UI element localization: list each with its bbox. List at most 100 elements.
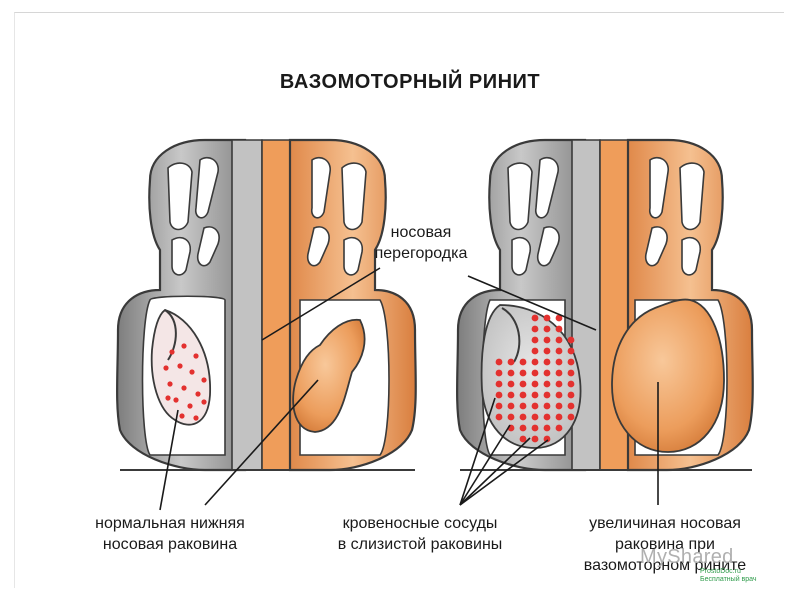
leader-vessel-2 <box>459 424 511 506</box>
vessel-dot <box>555 391 563 399</box>
vessel-dot <box>567 358 575 366</box>
vessel-dot <box>163 365 169 371</box>
vessel-dot <box>555 347 563 355</box>
leader-septum-right <box>467 275 597 331</box>
leader-normal-right <box>204 379 319 506</box>
vessel-dot <box>165 395 171 401</box>
vessel-dot <box>181 385 187 391</box>
vessel-dot <box>519 391 527 399</box>
label-septum-line-1: носовая <box>390 224 452 241</box>
vessel-dot <box>567 402 575 410</box>
label-septum-line-2: перегородка <box>374 245 468 262</box>
doc-site-line-2: Бесплатный врач <box>700 576 757 583</box>
leader-vessel-4 <box>459 439 549 506</box>
vessel-dot <box>495 380 503 388</box>
vessel-dot <box>193 415 199 421</box>
slide-frame <box>14 12 784 588</box>
vessel-dot <box>555 358 563 366</box>
label-enlarged-line-3: вазомоторном рините <box>583 557 747 574</box>
vessel-dot <box>531 413 539 421</box>
vessel-dot <box>495 402 503 410</box>
vessel-dot <box>519 435 527 443</box>
vessel-dot <box>495 391 503 399</box>
vessel-dot <box>543 347 551 355</box>
vessel-dot <box>507 369 515 377</box>
doc-site-watermark: ProstoDoc.ru Бесплатный врач <box>700 568 757 584</box>
vessel-dot <box>543 325 551 333</box>
leader-septum-left <box>261 267 381 341</box>
label-enlarged-line-2: раковина при <box>615 536 715 553</box>
normal-nasal-cavity <box>116 138 417 472</box>
vessel-dot <box>173 397 179 403</box>
vessel-dot <box>543 314 551 322</box>
vessel-dot <box>177 363 183 369</box>
vessel-dot <box>495 358 503 366</box>
vessel-dot <box>543 358 551 366</box>
vessel-dot <box>167 381 173 387</box>
vessel-dot <box>531 325 539 333</box>
vessel-dot <box>555 380 563 388</box>
vessel-dot <box>531 347 539 355</box>
vessel-dot <box>201 377 207 383</box>
vessel-dot <box>495 369 503 377</box>
vessel-dot <box>507 358 515 366</box>
vessel-dot <box>531 402 539 410</box>
vessel-dot <box>519 402 527 410</box>
vessel-dot <box>519 424 527 432</box>
label-normal-line-2: носовая раковина <box>102 536 238 553</box>
vessel-dot <box>543 424 551 432</box>
septum-orange-half <box>261 139 291 471</box>
label-blood-vessels: кровеносные сосуды в слизистой раковины <box>300 513 540 555</box>
diagram-title: ВАЗОМОТОРНЫЙ РИНИТ <box>279 71 541 93</box>
vessel-dot <box>195 391 201 397</box>
vessel-dot <box>531 435 539 443</box>
leader-vessel-3 <box>459 437 531 506</box>
vessel-dot <box>531 358 539 366</box>
myshared-watermark: MyShared <box>640 546 734 568</box>
enlarged-vessel-dots <box>495 314 575 443</box>
vessel-dot <box>507 402 515 410</box>
label-vessels-line-2: в слизистой раковины <box>337 536 503 553</box>
vessel-dot <box>543 413 551 421</box>
vessel-dot <box>543 391 551 399</box>
vessel-dot <box>531 380 539 388</box>
vessel-dot <box>555 424 563 432</box>
enlarged-turbinate-right <box>611 298 725 453</box>
vessel-dot <box>567 347 575 355</box>
normal-vessel-dots <box>163 343 207 421</box>
vessel-dot <box>179 413 185 419</box>
label-normal-line-1: нормальная нижняя <box>95 515 245 532</box>
vessel-dot <box>543 369 551 377</box>
vessel-dot <box>531 314 539 322</box>
vessel-dot <box>531 391 539 399</box>
vessel-dot <box>543 336 551 344</box>
vessel-dot <box>555 325 563 333</box>
leader-lines <box>159 267 659 511</box>
vessel-dot <box>567 413 575 421</box>
vessel-dot <box>519 380 527 388</box>
vessel-dot <box>189 369 195 375</box>
vessel-dot <box>555 413 563 421</box>
vessel-dot <box>169 349 175 355</box>
vessel-dot <box>181 343 187 349</box>
vessel-dot <box>543 435 551 443</box>
label-nasal-septum: носовая перегородка <box>356 222 486 264</box>
leader-normal-left <box>159 409 179 511</box>
label-normal-turbinate: нормальная нижняя носовая раковина <box>60 513 280 555</box>
vessel-dot <box>543 380 551 388</box>
rhinitis-nasal-cavity <box>456 138 754 472</box>
normal-turbinate-right <box>292 318 366 433</box>
vessel-dot <box>567 391 575 399</box>
vessel-dot <box>531 369 539 377</box>
vessel-dot <box>519 413 527 421</box>
vessel-dot <box>531 424 539 432</box>
vessel-dot <box>187 403 193 409</box>
vessel-dot <box>495 413 503 421</box>
vessel-dot <box>555 402 563 410</box>
vessel-dot <box>567 336 575 344</box>
doc-site-line-1: ProstoDoc.ru <box>700 568 741 575</box>
vessel-dot <box>193 353 199 359</box>
vessel-dot <box>519 358 527 366</box>
